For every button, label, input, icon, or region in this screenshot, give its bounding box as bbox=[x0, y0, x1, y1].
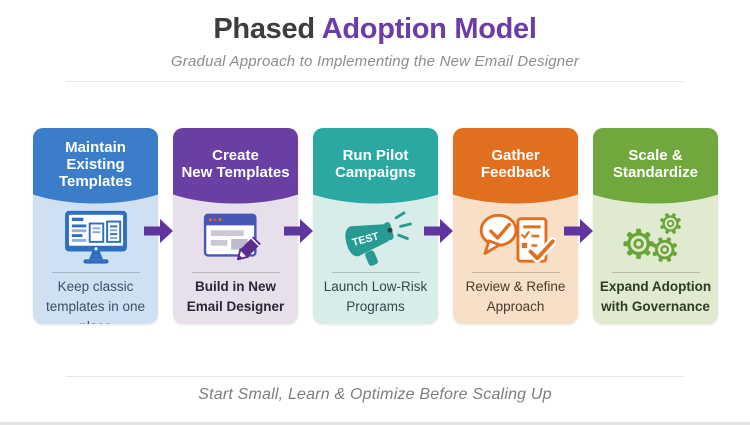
card-header-line: Scale & bbox=[628, 147, 683, 164]
card-divider bbox=[191, 272, 280, 273]
card-divider bbox=[331, 272, 420, 273]
card-header-line: New Templates bbox=[181, 164, 290, 181]
flow-arrow-icon bbox=[284, 219, 313, 243]
page-title-prefix: Phased bbox=[213, 13, 315, 45]
header-wave bbox=[173, 193, 298, 204]
card-header: Gather Feedback bbox=[453, 128, 578, 194]
card-maintain-existing-templates: Maintain Existing Templates bbox=[33, 128, 158, 324]
card-scale-standardize: Scale & Standardize bbox=[593, 128, 718, 324]
card-body: Expand Adoption with Governance bbox=[593, 206, 718, 324]
card-description: Build in New Email Designer bbox=[186, 279, 285, 314]
footer: Start Small, Learn & Optimize Before Sca… bbox=[0, 376, 750, 404]
phase-cards-row: Maintain Existing Templates bbox=[33, 128, 718, 324]
card-description: Keep classic templates in one place bbox=[45, 279, 146, 324]
card-description: Review & Refine Approach bbox=[465, 279, 566, 314]
card-description: Launch Low-Risk Programs bbox=[323, 279, 428, 314]
card-body: Build in New Email Designer bbox=[173, 206, 298, 324]
page-title-highlight: Adoption Model bbox=[321, 13, 537, 45]
footer-tagline: Start Small, Learn & Optimize Before Sca… bbox=[198, 386, 552, 403]
megaphone-test-icon: TEST bbox=[344, 211, 412, 266]
card-header-line: Feedback bbox=[480, 164, 551, 181]
bottom-divider bbox=[66, 376, 684, 377]
card-header-line: Run Pilot bbox=[342, 147, 409, 164]
top-divider bbox=[66, 81, 684, 82]
flow-arrow-icon bbox=[144, 219, 173, 243]
card-header: Create New Templates bbox=[173, 128, 298, 194]
card-body: Review & Refine Approach bbox=[453, 206, 578, 324]
card-gather-feedback: Gather Feedback Review & Refine Approach bbox=[453, 128, 578, 324]
card-header: Maintain Existing Templates bbox=[33, 128, 158, 194]
header-wave bbox=[453, 193, 578, 204]
card-create-new-templates: Create New Templates Build in New Email … bbox=[173, 128, 298, 324]
card-header-line: Campaigns bbox=[335, 164, 416, 181]
bottom-edge-strip bbox=[0, 422, 750, 425]
header-wave bbox=[313, 193, 438, 204]
card-body: Keep classic templates in one place bbox=[33, 206, 158, 324]
gears-icon bbox=[621, 209, 686, 267]
speech-bubble-checklist-icon bbox=[479, 213, 556, 263]
card-header-line: Standardize bbox=[612, 164, 699, 181]
header-wave bbox=[593, 193, 718, 204]
browser-window-pencil-icon bbox=[203, 213, 261, 261]
card-header-line: Templates bbox=[58, 172, 133, 190]
card-description: Expand Adoption with Governance bbox=[599, 279, 712, 314]
card-header-line: Existing bbox=[66, 155, 125, 173]
card-divider bbox=[51, 272, 140, 273]
card-header-line: Maintain bbox=[65, 138, 126, 156]
header-wave bbox=[33, 193, 158, 204]
card-header-line: Gather bbox=[491, 147, 540, 164]
card-run-pilot-campaigns: Run Pilot Campaigns TEST Laun bbox=[313, 128, 438, 324]
flow-arrow-icon bbox=[564, 219, 593, 243]
card-divider bbox=[471, 272, 560, 273]
page-subtitle: Gradual Approach to Implementing the New… bbox=[170, 53, 580, 70]
card-header-line: Create bbox=[212, 147, 259, 164]
card-body: TEST Launch Low-Risk Programs bbox=[313, 206, 438, 324]
desktop-monitor-templates-icon bbox=[64, 210, 127, 264]
card-divider bbox=[611, 272, 700, 273]
card-header: Scale & Standardize bbox=[593, 128, 718, 194]
card-header: Run Pilot Campaigns bbox=[313, 128, 438, 194]
flow-arrow-icon bbox=[424, 219, 453, 243]
